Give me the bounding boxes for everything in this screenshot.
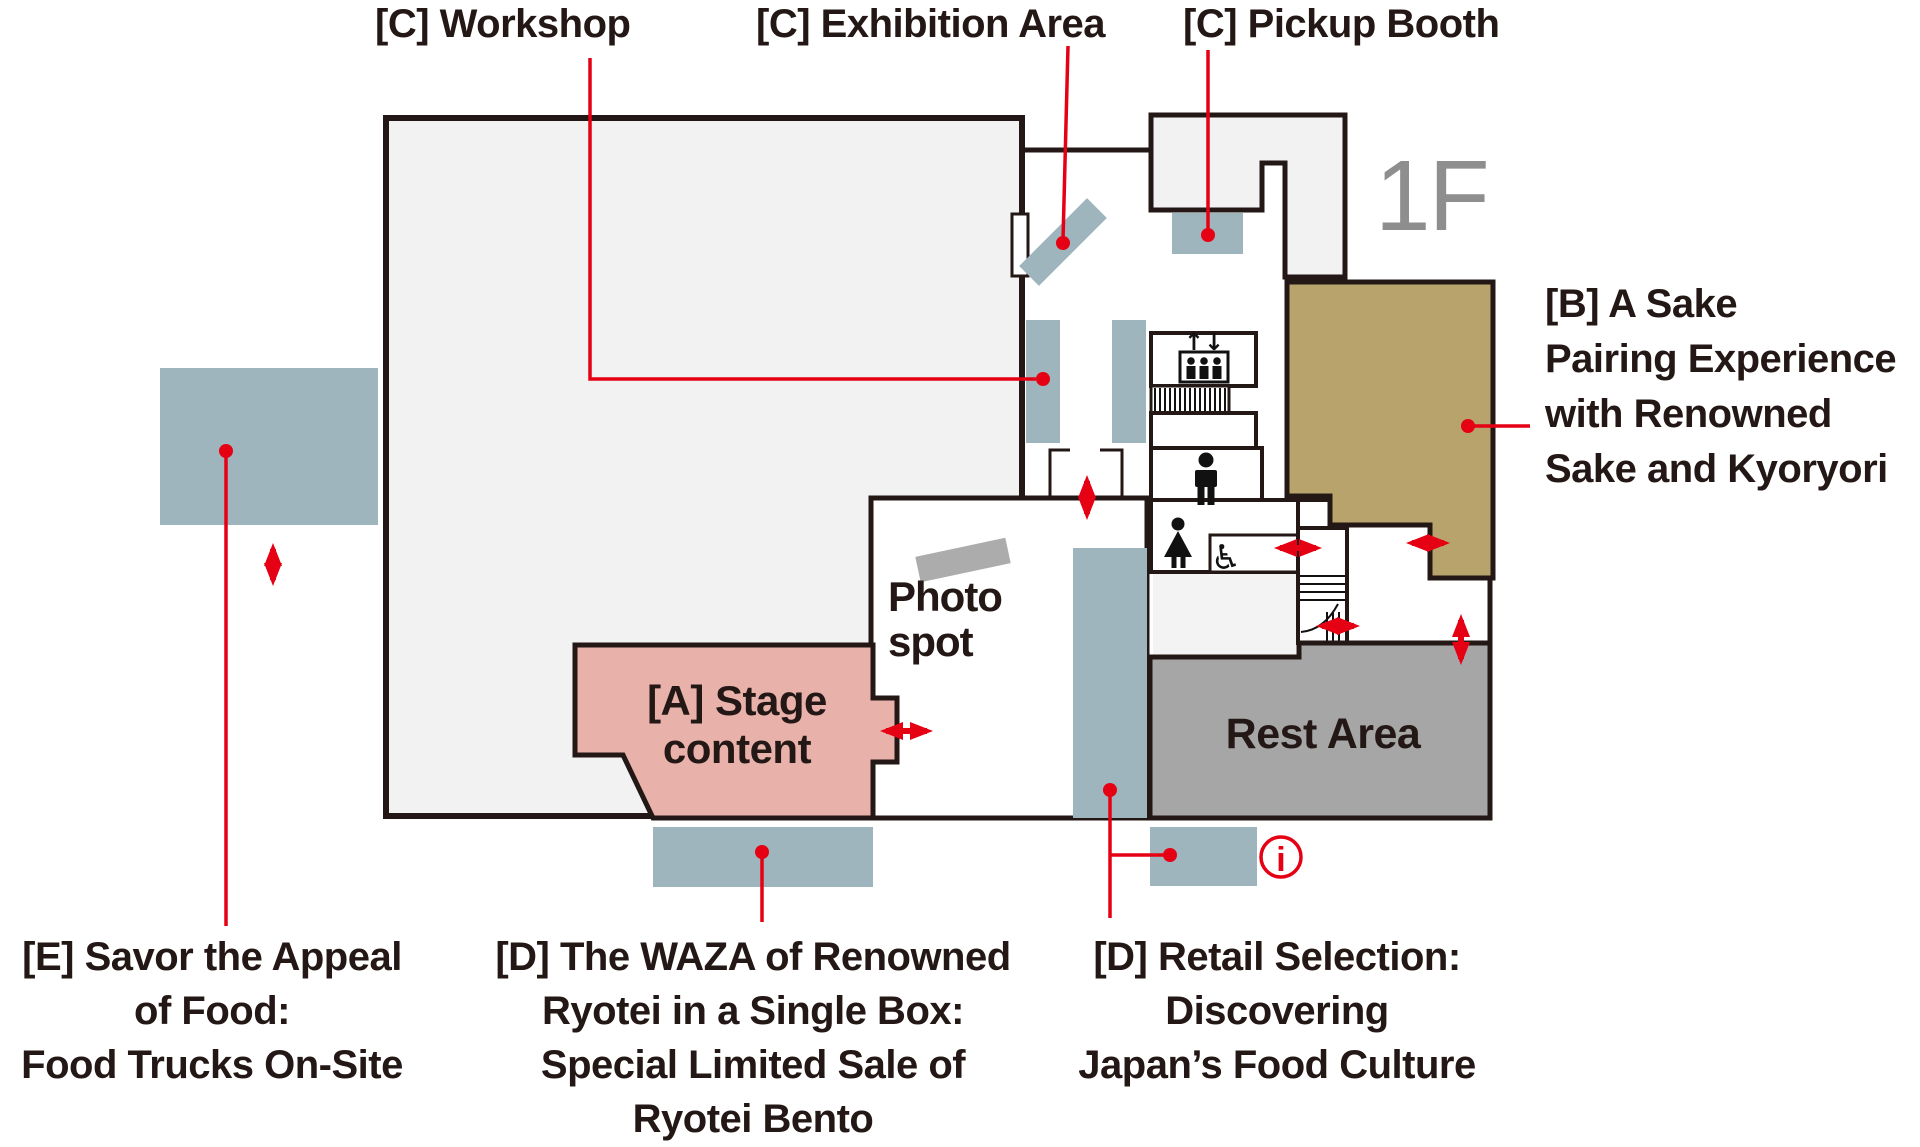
leader-workshop — [588, 58, 1036, 381]
leader-exhibition — [1061, 45, 1070, 241]
label-line: content — [662, 725, 812, 772]
womens-toilet-icon — [1164, 517, 1192, 568]
wheelchair-icon: ♿ — [1211, 538, 1241, 578]
callout-line: Special Limited Sale of — [540, 1043, 966, 1087]
label-line: spot — [888, 618, 974, 665]
callout-pickup-booth: [C] Pickup Booth — [1183, 2, 1500, 46]
callout-line: of Food: — [134, 989, 290, 1033]
stage-content-label: [A] Stage content — [647, 677, 827, 773]
hall-alcove-walls — [1048, 448, 1124, 498]
retail-shelf-tall — [1073, 548, 1147, 818]
callout-line: [D] Retail Selection: — [1093, 935, 1461, 979]
workshop-bench-2 — [1112, 320, 1146, 443]
photo-spot-stand — [915, 537, 1011, 583]
callout-sake-pairing: [B] A Sake Pairing Experience with Renow… — [1545, 277, 1897, 497]
label-line: [A] Stage — [647, 677, 827, 724]
callout-line: with Renowned — [1545, 392, 1832, 436]
callout-line: Discovering — [1165, 989, 1389, 1033]
callout-ryotei-bento: [D] The WAZA of Renowned Ryotei in a Sin… — [495, 930, 1011, 1146]
rest-area — [1147, 640, 1493, 821]
stairs-upper-hatch — [1154, 388, 1226, 411]
service-room — [1149, 411, 1258, 450]
leader-lines — [224, 45, 1530, 926]
hall-door — [1010, 212, 1030, 278]
info-icon: i — [1259, 835, 1303, 879]
callout-line: Pairing Experience — [1545, 337, 1897, 381]
stage-area — [572, 642, 900, 821]
mens-toilet-icon — [1195, 452, 1217, 505]
photo-spot-label: Photo spot — [888, 573, 1003, 665]
sake-pairing-area — [1284, 279, 1496, 581]
entry-corridor — [1153, 574, 1296, 657]
callout-exhibition-area: [C] Exhibition Area — [756, 2, 1106, 46]
elevator-icon: ↑↓ — [1178, 328, 1230, 384]
callout-line: [D] The WAZA of Renowned — [495, 935, 1011, 979]
label-line: Photo — [888, 573, 1003, 620]
direction-arrows — [264, 475, 1470, 740]
callout-line: Food Trucks On-Site — [21, 1043, 403, 1087]
callout-line: [B] A Sake — [1545, 282, 1738, 326]
callout-line: Ryotei in a Single Box: — [542, 989, 964, 1033]
leader-retail — [1108, 790, 1166, 918]
rest-area-label: Rest Area — [1225, 710, 1421, 758]
callout-workshop: [C] Workshop — [375, 2, 631, 46]
leader-dots — [219, 228, 1475, 862]
floor-level-label: 1F — [1375, 140, 1490, 252]
pickup-room — [1148, 112, 1348, 280]
callout-line: Ryotei Bento — [632, 1097, 874, 1141]
svg-text:i: i — [1276, 841, 1285, 879]
callout-food-trucks: [E] Savor the Appeal of Food: Food Truck… — [21, 930, 403, 1092]
callout-retail-selection: [D] Retail Selection: Discovering Japan’… — [1078, 930, 1476, 1092]
callout-line: [E] Savor the Appeal — [22, 935, 402, 979]
callout-line: Japan’s Food Culture — [1078, 1043, 1476, 1087]
food-trucks-zone — [160, 368, 378, 525]
callout-line: Sake and Kyoryori — [1545, 447, 1888, 491]
